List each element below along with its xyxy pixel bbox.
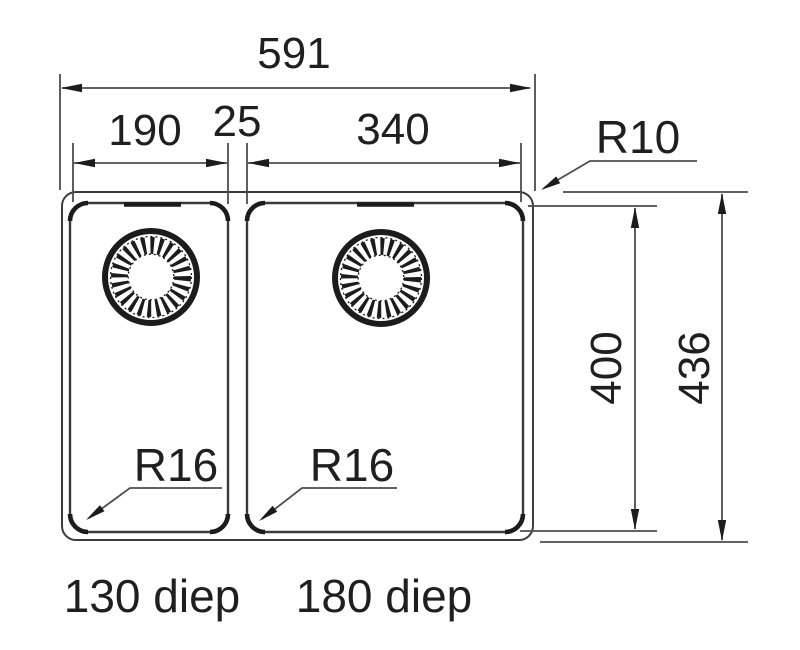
r16-right-label: R16 [310,439,394,491]
r16-left-leader-line [88,487,222,519]
dim-436-label: 436 [670,331,719,404]
dim-400-label: 400 [582,331,631,404]
r16-left-label: R16 [134,439,218,491]
dim-25-label: 25 [213,97,262,146]
dim-340-label: 340 [356,105,429,154]
sink-outer-outline [61,191,534,541]
right-drain-scallop-outer [339,236,423,320]
dim-340-arrow-left [248,158,269,168]
dim-190-arrow-right [206,158,227,168]
r10-leader-line [543,160,697,189]
left-drain-scallop-outer [109,235,193,319]
r10-leader-arrow [541,176,561,190]
right-bowl-corner-arc-tr [504,200,526,222]
left-bowl-corner-arc-tr [209,200,231,222]
right-drain-icon [332,229,430,327]
left-drain-outer-ring [102,228,200,326]
right-bowl-corner-arc-tl [244,200,266,222]
dim-190-label: 190 [108,106,181,155]
left-drain-icon [102,228,200,326]
dim-591-label: 591 [257,29,330,78]
dim-591-arrow-right [510,83,531,93]
left-drain-scallop-inner [127,253,175,301]
r10-label: R10 [596,111,680,163]
dim-400-arrow-up [630,207,640,228]
right-drain-outer-ring [332,229,430,327]
dim-436-arrow-up [717,193,727,214]
right-drain-strainer-spokes [341,238,421,318]
dim-400-arrow-down [630,509,640,530]
dim-436-arrow-down [717,520,727,541]
dim-591-arrow-left [61,83,82,93]
left-bowl-corner-arc-bl [67,513,89,535]
r16-right-leader-arrow [259,505,278,521]
left-bowl-corner-arc-br [209,513,231,535]
left-drain-strainer-spokes [111,237,191,317]
right-bowl-depth-label: 180 diep [296,570,473,622]
dim-190-arrow-left [74,158,95,168]
right-bowl-corner-arc-br [504,513,526,535]
r16-left-leader-arrow [86,505,105,520]
left-bowl-depth-label: 130 diep [64,570,241,622]
right-bowl-corner-arc-bl [244,513,266,535]
r16-right-leader-line [261,487,397,520]
dim-340-arrow-right [499,158,520,168]
left-bowl-corner-arc-tl [67,200,89,222]
right-drain-scallop-inner [357,254,405,302]
